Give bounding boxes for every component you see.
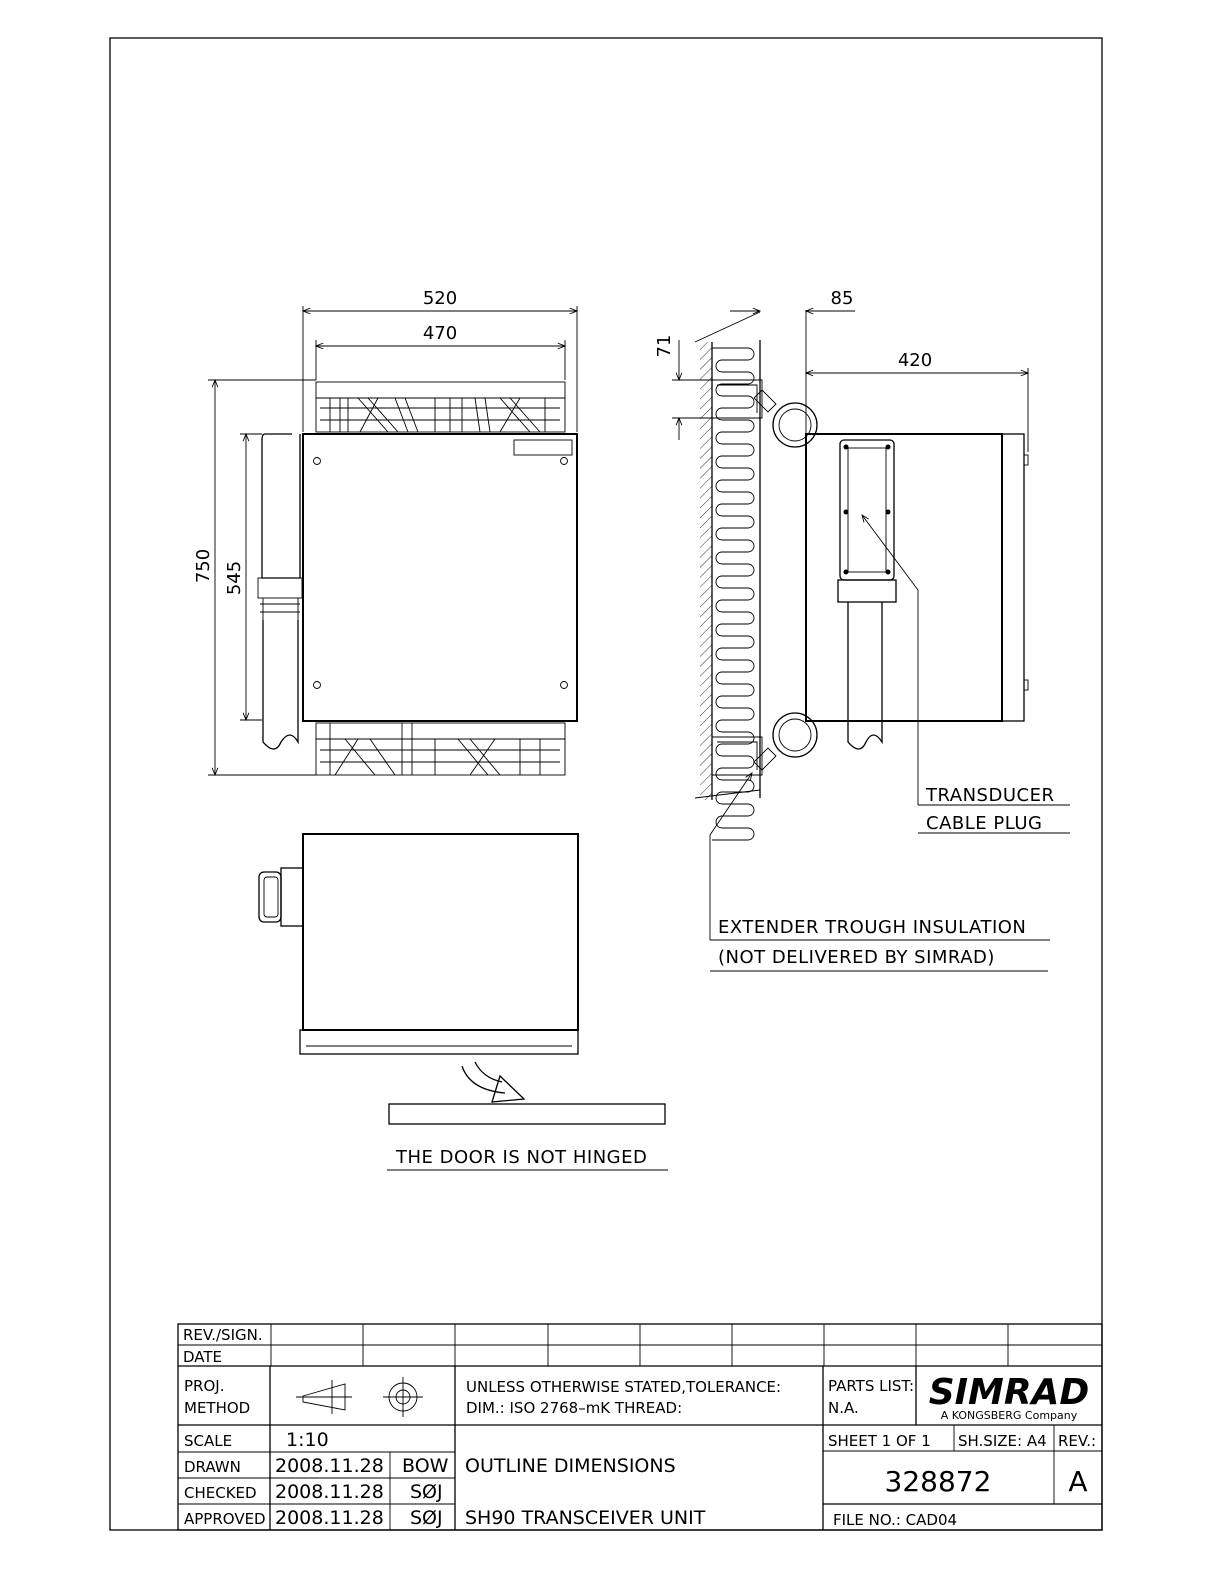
- label-date: DATE: [183, 1348, 222, 1366]
- dim-width-520: 520: [423, 288, 457, 309]
- dim-height-545: 545: [224, 561, 245, 595]
- approved-by: SØJ: [410, 1507, 443, 1529]
- drawing-number: 328872: [885, 1465, 992, 1498]
- label-rev: REV.:: [1058, 1432, 1096, 1450]
- sheet-size: SH.SIZE: A4: [958, 1432, 1047, 1450]
- drawing-border: [109, 37, 1103, 1531]
- sheet-number: SHEET 1 OF 1: [828, 1432, 931, 1450]
- label-method: METHOD: [184, 1399, 250, 1417]
- projection-symbol-icon: [296, 1377, 423, 1417]
- drawn-by: BOW: [402, 1455, 449, 1477]
- parts-list-value: N.A.: [828, 1399, 859, 1417]
- revision-letter: A: [1068, 1465, 1087, 1498]
- label-rev-sign: REV./SIGN.: [183, 1326, 263, 1344]
- label-parts-list: PARTS LIST:: [828, 1377, 914, 1395]
- drawing-title-line1: OUTLINE DIMENSIONS: [465, 1455, 676, 1477]
- dim-depth-420: 420: [898, 350, 932, 371]
- approved-date: 2008.11.28: [275, 1507, 384, 1529]
- checked-by: SØJ: [410, 1481, 443, 1503]
- tolerance-line1: UNLESS OTHERWISE STATED,TOLERANCE:: [466, 1378, 781, 1396]
- label-approved: APPROVED: [184, 1510, 266, 1528]
- label-scale: SCALE: [184, 1432, 232, 1450]
- scale-value: 1:10: [286, 1429, 329, 1451]
- dim-height-750: 750: [193, 549, 214, 583]
- drawn-date: 2008.11.28: [275, 1455, 384, 1477]
- file-number: FILE NO.: CAD04: [833, 1511, 957, 1529]
- note-door: THE DOOR IS NOT HINGED: [395, 1147, 647, 1168]
- side-view: 85 71 420: [654, 288, 1028, 940]
- note-transducer-line1: TRANSDUCER: [925, 785, 1054, 806]
- title-block: REV./SIGN. DATE PROJ. METHOD UNLESS OTHE…: [177, 1323, 1103, 1531]
- front-view: 520 470 750 545: [193, 288, 578, 775]
- tolerance-line2: DIM.: ISO 2768–mK THREAD:: [466, 1399, 682, 1417]
- dim-offset-85: 85: [831, 288, 854, 309]
- checked-date: 2008.11.28: [275, 1481, 384, 1503]
- simrad-logo: SIMRAD: [929, 1372, 1090, 1413]
- dim-height-71: 71: [654, 335, 675, 358]
- note-extender-line1: EXTENDER TROUGH INSULATION: [718, 917, 1026, 938]
- top-view: [258, 833, 666, 1125]
- note-transducer-line2: CABLE PLUG: [926, 813, 1042, 834]
- drawing-title-line2: SH90 TRANSCEIVER UNIT: [465, 1507, 706, 1529]
- logo-subtitle: A KONGSBERG Company: [941, 1409, 1078, 1422]
- label-proj: PROJ.: [184, 1377, 224, 1395]
- dim-width-470: 470: [423, 323, 457, 344]
- note-extender-line2: (NOT DELIVERED BY SIMRAD): [718, 947, 995, 968]
- label-drawn: DRAWN: [184, 1458, 241, 1476]
- label-checked: CHECKED: [184, 1484, 257, 1502]
